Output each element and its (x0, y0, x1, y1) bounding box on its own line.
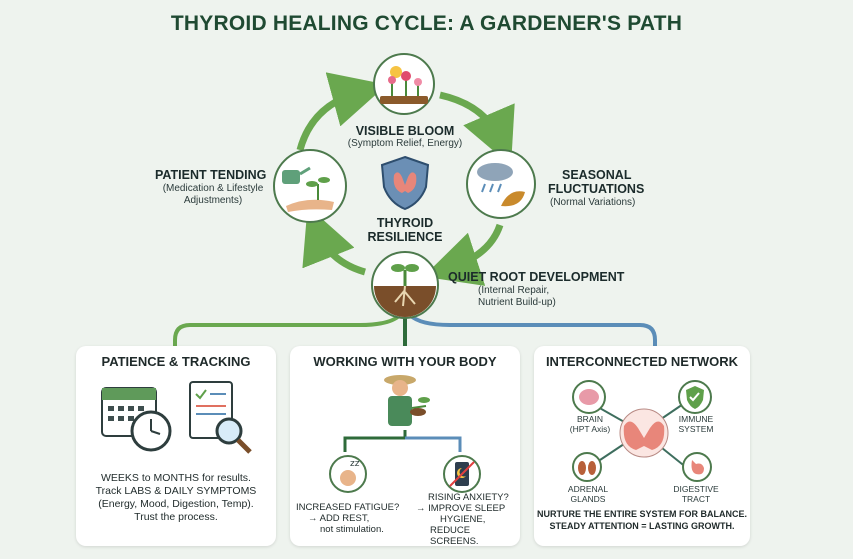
bloom-title: VISIBLE BLOOM (355, 124, 455, 138)
fatigue-title: INCREASED FATIGUE? (296, 502, 400, 513)
network-footer-1: NURTURE THE ENTIRE SYSTEM FOR BALANCE. (536, 509, 747, 519)
fatigue-line1: → ADD REST, (308, 513, 370, 524)
connector-network (408, 313, 657, 348)
panel-patience-title: PATIENCE & TRACKING (101, 354, 251, 369)
page-title: THYROID HEALING CYCLE: A GARDENER'S PATH (170, 12, 683, 35)
body-branch-lines (343, 430, 462, 452)
panel-interconnected-network: INTERCONNECTED NETWORK BRAIN (HPT Axis) … (534, 346, 750, 546)
center-line1: THYROID (376, 216, 434, 230)
immune-label-2: SYSTEM (678, 424, 714, 434)
panel-working-with-body: WORKING WITH YOUR BODY zz INCREASED FATI… (290, 346, 520, 547)
clock-icon (130, 410, 172, 452)
sleeping-face-icon: zz (329, 455, 367, 493)
panel-network-title: INTERCONNECTED NETWORK (545, 354, 739, 369)
hand-sprout-icon (286, 177, 334, 212)
tending-title: PATIENT TENDING (155, 168, 267, 182)
leaf-icon (501, 191, 525, 207)
tending-icon (273, 149, 347, 223)
gardener-icon (384, 375, 430, 426)
flowers-icon (388, 71, 422, 96)
sun-icon (390, 66, 402, 78)
stomach-icon (682, 452, 712, 482)
arrow-bloom-to-seasonal (439, 91, 515, 166)
anxiety-line1: → IMPROVE SLEEP (416, 503, 506, 514)
digestive-label-1: DIGESTIVE (673, 484, 719, 494)
patience-line1: WEEKS to MONTHS for results. (101, 472, 251, 484)
tending-subtitle-2: Adjustments) (183, 195, 243, 206)
network-footer-2: STEADY ATTENTION = LASTING GROWTH. (549, 521, 735, 531)
root-subtitle-2: Nutrient Build-up) (478, 297, 556, 308)
adrenal-label-2: GLANDS (570, 494, 606, 504)
thyroid-shield-icon (380, 155, 430, 211)
panel-body-title: WORKING WITH YOUR BODY (313, 354, 497, 369)
immune-label-1: IMMUNE (678, 414, 714, 424)
magnifier-icon (215, 417, 252, 454)
seasonal-title-1: SEASONAL (562, 168, 632, 182)
cloud-rain-icon (477, 163, 513, 193)
root-title: QUIET ROOT DEVELOPMENT (448, 270, 625, 284)
arrow-seasonal-to-root (423, 223, 504, 286)
anxiety-title: RISING ANXIETY? (428, 492, 509, 503)
seasonal-title-2: FLUCTUATIONS (548, 182, 645, 196)
seasonal-subtitle: (Normal Variations) (550, 197, 636, 208)
connector-patience (173, 313, 402, 348)
thyroid-icon (619, 408, 669, 458)
kidneys-icon (572, 452, 602, 482)
patience-line4: Trust the process. (134, 511, 218, 523)
anxiety-line2: HYGIENE, (440, 514, 486, 525)
digestive-label-2: TRACT (681, 494, 711, 504)
adrenal-label-1: ADRENAL (567, 484, 609, 494)
brain-icon (572, 380, 606, 414)
tending-subtitle-1: (Medication & Lifestyle (162, 183, 264, 194)
fatigue-line2: not stimulation. (320, 524, 384, 535)
arrow-root-to-tending (302, 206, 367, 276)
bloom-subtitle: (Symptom Relief, Energy) (347, 138, 463, 149)
sprout-roots-icon (371, 251, 439, 319)
anxiety-line3: REDUCE SCREENS. (430, 525, 479, 547)
immune-shield-icon (678, 380, 712, 414)
patience-line2: Track LABS & DAILY SYMPTOMS (95, 485, 257, 497)
arrow-tending-to-bloom (296, 72, 388, 151)
root-subtitle-1: (Internal Repair, (478, 285, 550, 296)
center-line2: RESILIENCE (367, 230, 443, 244)
bloom-icon (373, 53, 435, 115)
svg-text:zz: zz (350, 459, 360, 469)
panel-patience-tracking: PATIENCE & TRACKING WEEKS to MONTHS for … (76, 346, 276, 546)
brain-label-2: (HPT Axis) (569, 424, 611, 434)
seasonal-icon (466, 149, 536, 219)
patience-line3: (Energy, Mood, Digestion, Temp). (98, 498, 254, 510)
brain-label-1: BRAIN (577, 414, 603, 424)
watering-can-icon (282, 166, 311, 184)
phone-moon-icon (443, 455, 481, 493)
